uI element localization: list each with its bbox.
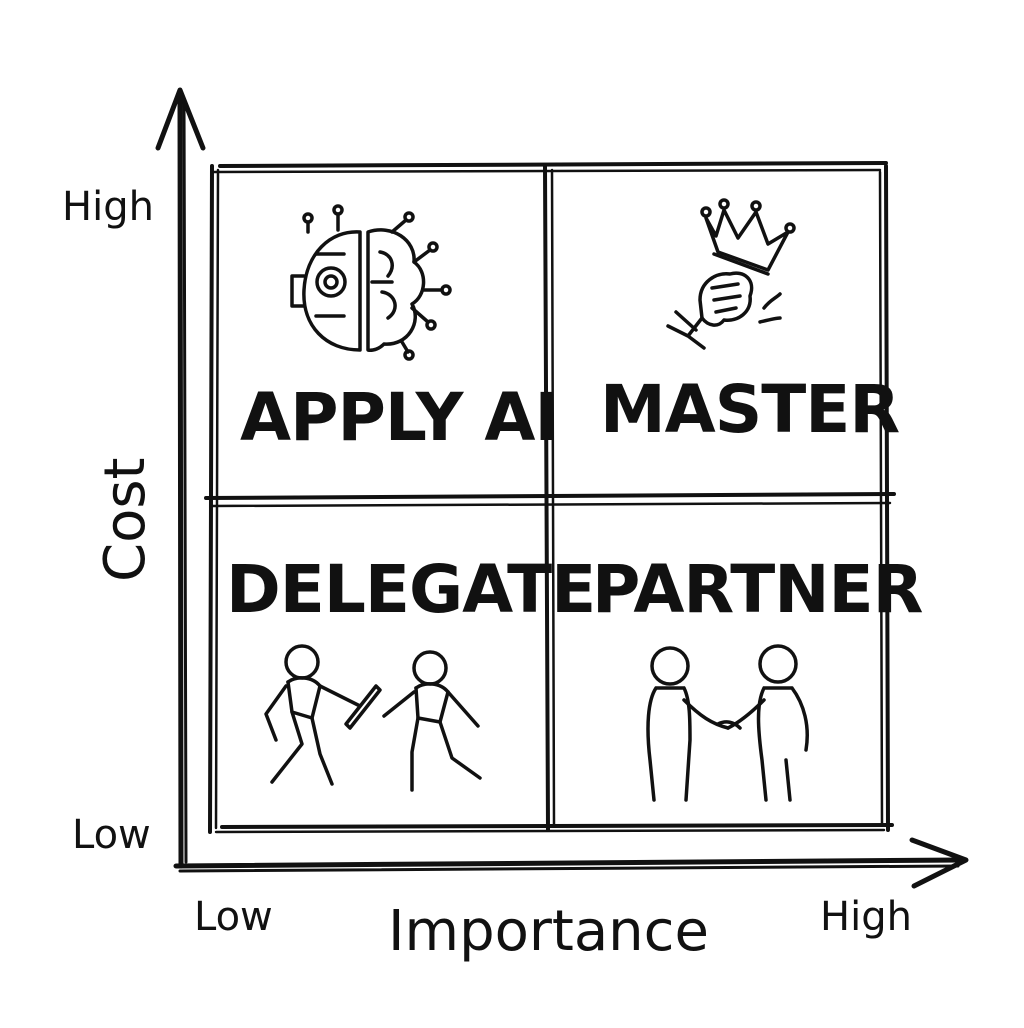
ai-brain-icon (290, 204, 452, 361)
y-axis (155, 87, 206, 869)
quadrant-delegate-label: DELEGATE (226, 551, 595, 628)
x-axis-low-label: Low (194, 894, 273, 940)
y-axis-high-label: High (62, 184, 154, 230)
quadrant-master-label: MASTER (600, 371, 899, 448)
quadrant-apply-ai-label: APPLY AI (240, 379, 558, 456)
x-axis (173, 837, 969, 889)
relay-handoff-icon (264, 644, 482, 792)
crown-fist-icon (666, 198, 796, 350)
y-axis-title: Cost (93, 458, 158, 583)
quadrant-partner-label: PARTNER (592, 551, 923, 628)
handshake-icon (646, 644, 809, 802)
x-axis-title: Importance (388, 899, 709, 964)
x-axis-arrow-icon (909, 837, 969, 889)
y-axis-arrow-icon (155, 87, 206, 151)
y-axis-low-label: Low (72, 812, 151, 858)
quadrant-grid (204, 161, 896, 834)
x-axis-high-label: High (820, 894, 912, 940)
